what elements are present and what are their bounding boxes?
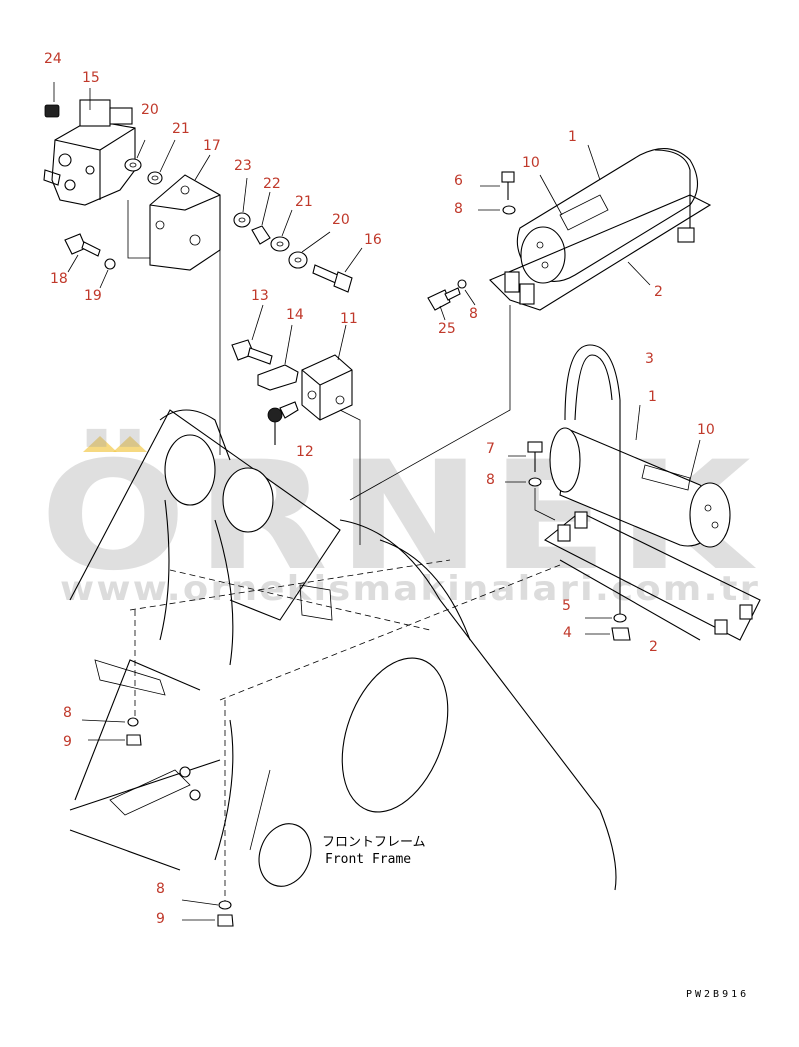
callouts: 24 15 20 21 17 23 22 21 20 16 18 19 13 1… bbox=[44, 51, 715, 927]
callout-4: 4 bbox=[563, 625, 572, 641]
watermark-url: www.ornekismakinalari.com.tr bbox=[60, 569, 760, 609]
callout-12: 12 bbox=[296, 444, 314, 460]
callout-8: 8 bbox=[486, 472, 495, 488]
callout-17: 17 bbox=[203, 138, 221, 154]
callout-23: 23 bbox=[234, 158, 252, 174]
callout-10: 10 bbox=[522, 155, 540, 171]
callout-6: 6 bbox=[454, 173, 463, 189]
air-tank-lower bbox=[543, 344, 761, 641]
callout-20: 20 bbox=[332, 212, 350, 228]
callout-2: 2 bbox=[649, 639, 658, 655]
bolt-18 bbox=[64, 233, 116, 289]
hardware-row-16-23 bbox=[233, 177, 363, 293]
air-tank-upper bbox=[489, 144, 712, 311]
front-frame bbox=[69, 409, 617, 891]
callout-10: 10 bbox=[697, 422, 715, 438]
callout-1: 1 bbox=[568, 129, 577, 145]
callout-13: 13 bbox=[251, 288, 269, 304]
callout-15: 15 bbox=[82, 70, 100, 86]
watermark-accent-icon bbox=[113, 436, 147, 452]
callout-22: 22 bbox=[263, 176, 281, 192]
callout-1: 1 bbox=[648, 389, 657, 405]
callout-2: 2 bbox=[654, 284, 663, 300]
drawing-code: PW2B916 bbox=[686, 989, 749, 1000]
callout-3: 3 bbox=[645, 351, 654, 367]
callout-9: 9 bbox=[63, 734, 72, 750]
callout-20: 20 bbox=[141, 102, 159, 118]
washer-stack-top bbox=[124, 139, 176, 185]
callout-25: 25 bbox=[438, 321, 456, 337]
callout-19: 19 bbox=[84, 288, 102, 304]
block-assembly-11 bbox=[231, 304, 353, 445]
front-frame-label-en: Front Frame bbox=[325, 852, 411, 867]
callout-18: 18 bbox=[50, 271, 68, 287]
leader-lines bbox=[81, 200, 561, 927]
callout-21: 21 bbox=[295, 194, 313, 210]
callout-7: 7 bbox=[486, 441, 495, 457]
callout-8: 8 bbox=[156, 881, 165, 897]
hardware-lower-tank bbox=[505, 441, 631, 641]
bracket-17 bbox=[149, 154, 221, 271]
callout-5: 5 bbox=[562, 598, 571, 614]
callout-8: 8 bbox=[454, 201, 463, 217]
callout-11: 11 bbox=[340, 311, 358, 327]
callout-8: 8 bbox=[63, 705, 72, 721]
callout-8: 8 bbox=[469, 306, 478, 322]
hardware-6-8-upper bbox=[427, 171, 516, 321]
callout-24: 24 bbox=[44, 51, 62, 67]
front-frame-label-jp: フロントフレーム bbox=[322, 835, 426, 850]
valve-assembly bbox=[43, 82, 136, 206]
callout-21: 21 bbox=[172, 121, 190, 137]
callout-16: 16 bbox=[364, 232, 382, 248]
watermark-accent-icon bbox=[83, 436, 117, 452]
callout-9: 9 bbox=[156, 911, 165, 927]
callout-14: 14 bbox=[286, 307, 304, 323]
